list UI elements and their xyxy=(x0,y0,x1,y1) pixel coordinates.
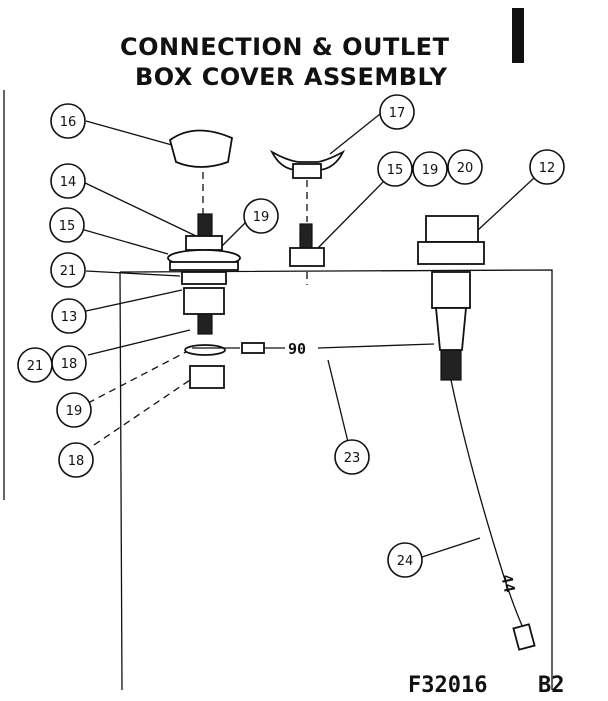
leader-13 xyxy=(85,289,183,312)
leader-15b xyxy=(317,179,386,249)
callout-15-left-label: 15 xyxy=(59,219,76,234)
leader-15a xyxy=(80,228,169,255)
cable-plug xyxy=(512,623,536,651)
nut-13 xyxy=(183,287,225,315)
wire-label-44: 44 xyxy=(497,573,518,594)
leader-12 xyxy=(477,177,535,231)
callout-19-right: 19 xyxy=(412,151,448,187)
nut-14 xyxy=(185,235,223,251)
wire-90-right xyxy=(317,343,435,349)
nut-15 xyxy=(289,247,325,267)
corner-mark xyxy=(512,8,524,63)
drawing-code: F32016 xyxy=(408,673,487,698)
leader-21a xyxy=(85,270,181,277)
connector-thread xyxy=(431,271,471,309)
callout-19-lower: 19 xyxy=(56,392,92,428)
callout-13: 13 xyxy=(51,298,87,334)
callout-12-label: 12 xyxy=(539,161,556,176)
connector-flange xyxy=(417,241,485,265)
callout-18-lower-label: 18 xyxy=(68,454,85,469)
washer-21 xyxy=(181,271,227,285)
title-line-2: BOX COVER ASSEMBLY xyxy=(135,63,448,91)
callout-21-lower: 21 xyxy=(17,347,53,383)
box-cover-left-edge xyxy=(119,271,123,691)
callout-19-lower-label: 19 xyxy=(66,404,83,419)
knob-part xyxy=(168,129,234,168)
callout-21-top: 21 xyxy=(50,252,86,288)
callout-14: 14 xyxy=(50,163,86,199)
callout-24-label: 24 xyxy=(397,554,414,569)
callout-19-top-label: 19 xyxy=(253,210,270,225)
callout-20: 20 xyxy=(447,149,483,185)
callout-16-label: 16 xyxy=(60,115,77,130)
callout-18-lower: 18 xyxy=(58,442,94,478)
callout-16: 16 xyxy=(50,103,86,139)
callout-15-right-label: 15 xyxy=(387,163,404,178)
callout-15-right: 15 xyxy=(377,151,413,187)
stud-15 xyxy=(299,223,313,249)
connector-body xyxy=(435,307,467,351)
callout-17: 17 xyxy=(379,94,415,130)
stud-lower xyxy=(197,313,213,335)
callout-12: 12 xyxy=(529,149,565,185)
callout-20-label: 20 xyxy=(457,161,474,176)
callout-21-top-label: 21 xyxy=(60,264,77,279)
wing-nut-hub xyxy=(292,163,322,179)
wing-nut-part xyxy=(269,149,346,171)
leader-24 xyxy=(421,537,481,558)
callout-19-top: 19 xyxy=(243,198,279,234)
callout-23: 23 xyxy=(334,439,370,475)
title-line-1: CONNECTION & OUTLET xyxy=(120,33,450,61)
callout-14-label: 14 xyxy=(60,175,77,190)
nut-18-lower xyxy=(189,365,225,389)
connector-cap xyxy=(425,215,479,243)
connector-tail xyxy=(440,349,462,381)
leader-14 xyxy=(80,180,197,237)
box-cover-outline xyxy=(119,269,553,690)
callout-17-label: 17 xyxy=(389,106,406,121)
cable-24 xyxy=(450,379,525,631)
callout-15-left: 15 xyxy=(49,207,85,243)
sheet-code: B2 xyxy=(538,673,565,698)
callout-13-label: 13 xyxy=(61,310,78,325)
washer-19 xyxy=(169,261,239,271)
leader-19c xyxy=(87,351,187,404)
leader-23 xyxy=(327,359,349,443)
wire-90-terminal xyxy=(241,342,265,354)
callout-24: 24 xyxy=(387,542,423,578)
washer-19-lower xyxy=(184,344,226,356)
leader-19a xyxy=(221,221,247,247)
callout-18-upper: 18 xyxy=(51,345,87,381)
wire-label-90: 90 xyxy=(288,340,306,358)
callout-19-right-label: 19 xyxy=(422,163,439,178)
leader-18a xyxy=(87,329,191,356)
callout-23-label: 23 xyxy=(344,451,361,466)
callout-18-upper-label: 18 xyxy=(61,357,78,372)
callout-21-lower-label: 21 xyxy=(27,359,44,374)
leader-16 xyxy=(85,120,173,146)
leader-17 xyxy=(329,113,381,155)
stud-14 xyxy=(197,213,213,239)
leader-18b xyxy=(93,379,191,446)
